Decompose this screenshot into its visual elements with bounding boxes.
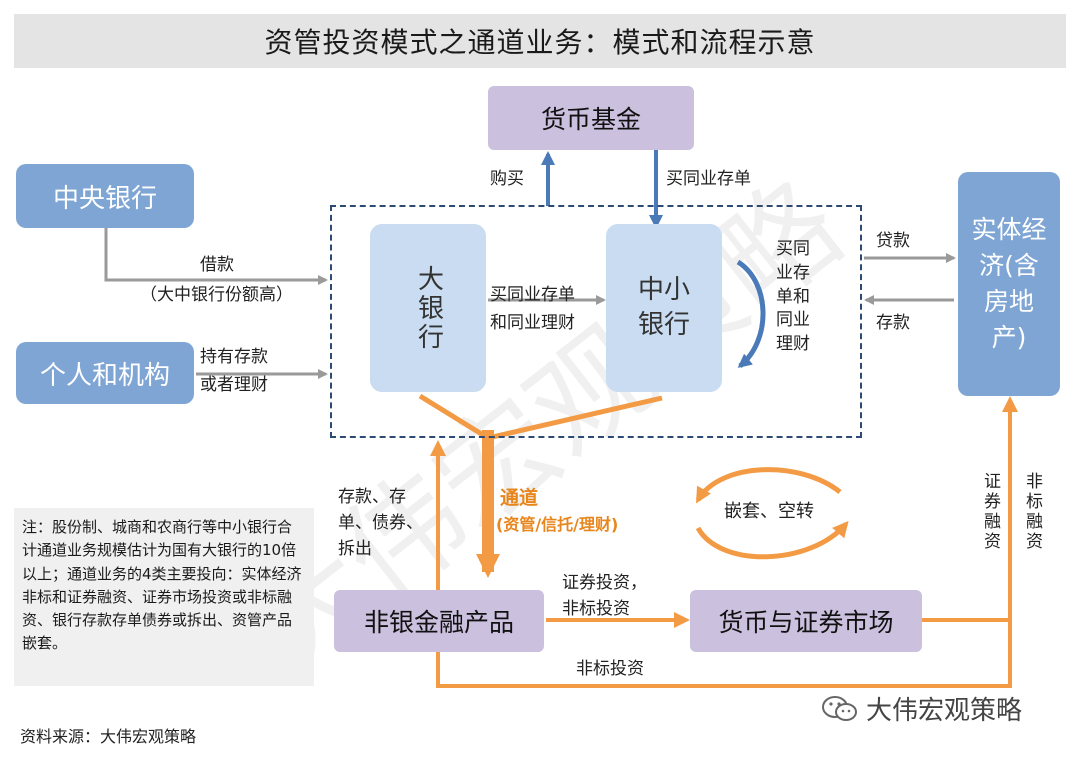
cycle-label: 买同业存单和同业理财	[776, 239, 810, 355]
securities-financing-label: 证券融资	[979, 472, 1000, 552]
big-bank-label: 大银行	[413, 264, 444, 352]
deposit-label: 存款	[876, 313, 910, 333]
watermark-text: 大伟宏观策略	[866, 695, 1023, 725]
buy-label: 购买	[490, 169, 524, 189]
lending-label: 贷款	[876, 231, 910, 251]
interbank-wealth-label: 和同业理财	[490, 313, 575, 333]
hold-wealth-label: 或者理财	[200, 375, 268, 395]
central-bank-node: 中央银行	[16, 164, 194, 228]
money-fund-node: 货币基金	[488, 86, 694, 150]
wechat-icon	[822, 695, 857, 721]
page-title: 资管投资模式之通道业务：模式和流程示意	[14, 14, 1066, 68]
channel-types-label: (资管/信托/理财)	[496, 515, 619, 534]
nonbank-products-node: 非银金融产品	[334, 590, 544, 652]
big-bank-node: 大银行	[370, 224, 486, 392]
hold-deposit-label: 持有存款	[200, 347, 268, 367]
individuals-institutions-node: 个人和机构	[16, 342, 194, 404]
deposit-bonds-label-3: 拆出	[338, 539, 372, 559]
nonstandard-investment-label-top: 非标投资	[562, 599, 630, 619]
nonstandard-investment-label-bottom: 非标投资	[576, 659, 644, 679]
deposit-bonds-label-1: 存款、存	[338, 487, 406, 507]
real-economy-node: 实体经济(含房地产)	[958, 172, 1060, 396]
nesting-label: 嵌套、空转	[724, 501, 814, 522]
interbank-ncd-label: 买同业存单	[490, 285, 575, 305]
source-label: 资料来源：大伟宏观策略	[20, 727, 197, 746]
buy-ncd-label: 买同业存单	[666, 169, 751, 189]
banking-system-boundary	[330, 205, 862, 438]
loan-share-label: （大中银行份额高）	[140, 285, 293, 305]
deposit-bonds-label-2: 单、债券、	[338, 513, 423, 533]
real-economy-label: 实体经济(含房地产)	[971, 214, 1047, 353]
nonstandard-financing-label: 非标融资	[1021, 472, 1042, 552]
corner-watermark: 大伟宏观策略	[820, 690, 1022, 727]
small-bank-node: 中小银行	[606, 224, 722, 392]
channel-label: 通道	[500, 487, 539, 509]
small-bank-label: 中小银行	[637, 274, 690, 340]
securities-market-node: 货币与证券市场	[690, 590, 922, 652]
securities-investment-label: 证券投资，	[562, 573, 647, 593]
loan-label: 借款	[200, 255, 234, 275]
footnote-box: 注：股份制、城商和农商行等中小银行合计通道业务规模估计为国有大银行的10倍以上；…	[14, 508, 314, 686]
